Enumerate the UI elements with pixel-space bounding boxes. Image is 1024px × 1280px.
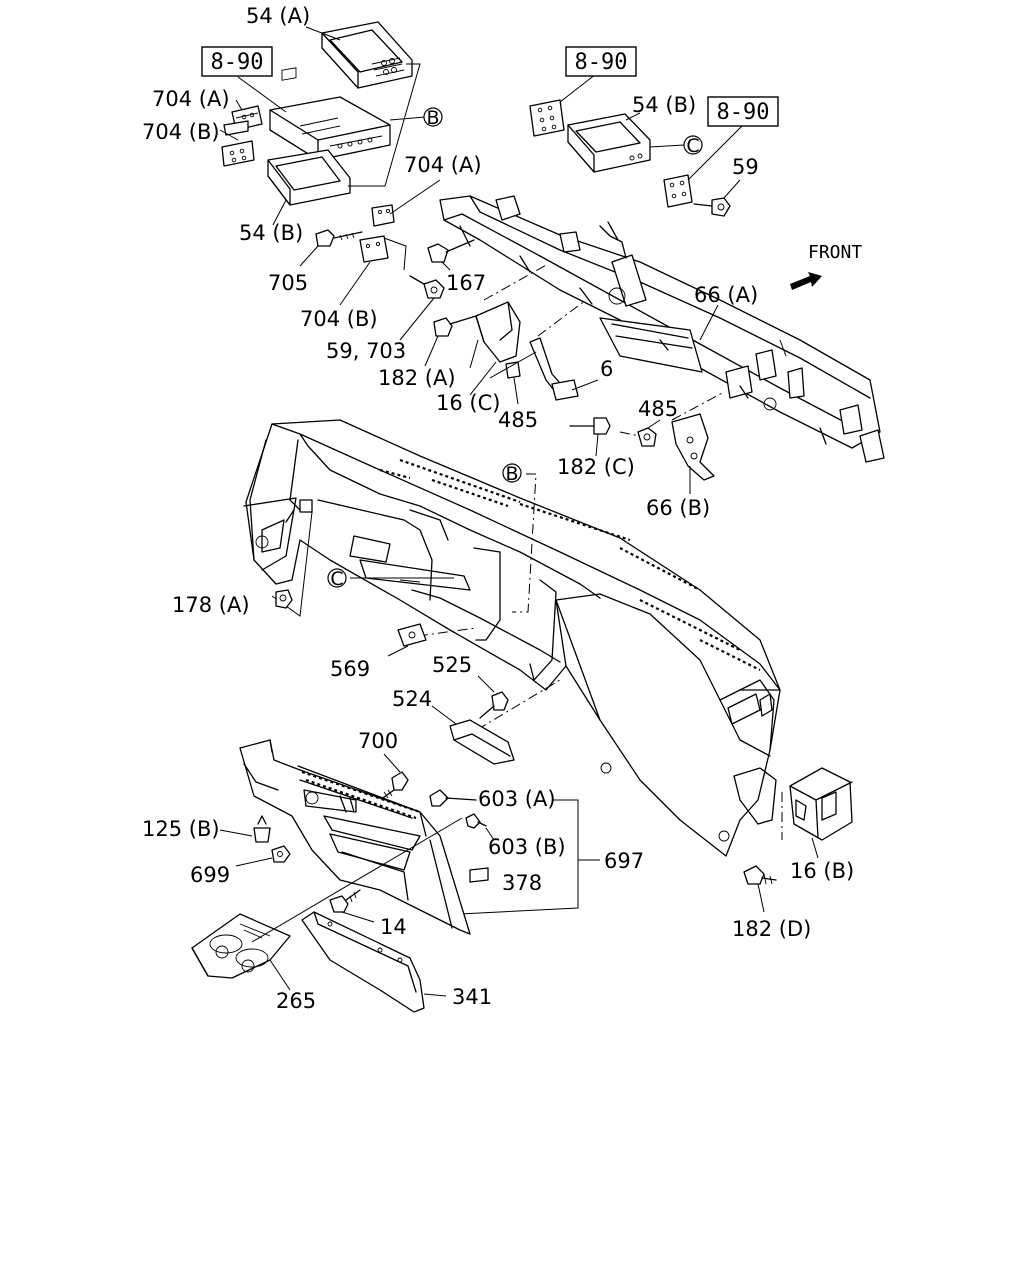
screw-59-703 [409,275,445,299]
label-182c: 182 (C) [557,455,635,479]
ref-text-left: 8-90 [211,50,264,75]
front-label: FRONT [808,242,862,263]
front-arrow [790,272,822,290]
screw-167 [427,239,475,263]
label-699: 699 [190,863,230,887]
label-697: 697 [604,849,644,873]
label-16c: 16 (C) [436,391,500,415]
label-265: 265 [276,989,316,1013]
cross-member-66a [439,195,885,463]
screw-700 [379,771,409,801]
center-console-panel [239,739,471,935]
cover-16b [789,767,853,841]
plate-524 [449,719,515,765]
clip-125b [253,815,271,843]
label-167: 167 [446,271,486,295]
label-700: 700 [358,729,398,753]
ref-box-left: 8-90 [201,46,273,77]
label-182a: 182 (A) [378,366,456,390]
label-704a-left: 704 (A) [152,87,230,111]
marker-b-top: B [423,107,443,129]
screw-705 [315,229,363,247]
label-54b-right: 54 (B) [632,93,696,117]
screw-182a [433,315,477,337]
svg-text:B: B [505,463,518,485]
label-14: 14 [380,915,407,939]
label-525: 525 [432,653,472,677]
pocket-54b-right [567,113,651,173]
bracket-704b-left [221,140,255,167]
label-378 [469,867,489,883]
screw-14 [329,889,361,913]
pocket-54a [321,21,413,89]
nut-699 [271,845,291,863]
marker-c-top: C [683,135,703,157]
svg-text:B: B [426,107,439,129]
ref-text-right: 8-90 [717,100,770,125]
label-66b: 66 (B) [646,496,710,520]
clip-603b [465,813,487,829]
label-485-right: 485 [638,397,678,421]
label-704b-left: 704 (B) [142,120,220,144]
label-603b: 603 (B) [488,835,566,859]
label-485-left: 485 [498,408,538,432]
label-125b: 125 (B) [142,817,220,841]
label-66a: 66 (A) [694,283,758,307]
clip-178a [275,589,293,609]
label-54a: 54 (A) [246,4,310,28]
svg-text:C: C [330,568,343,590]
bracket-704b-mid [359,235,389,263]
label-569: 569 [330,657,370,681]
label-341: 341 [452,985,492,1009]
label-378: 378 [502,871,542,895]
label-603a: 603 (A) [478,787,556,811]
label-16b: 16 (B) [790,859,854,883]
label-524: 524 [392,687,432,711]
bracket-569 [397,623,427,647]
lid-341 [301,911,425,1013]
bracket-8-90-mid [529,99,565,137]
ref-box-mid: 8-90 [565,46,637,77]
bracket-704a-mid [371,204,395,227]
ref-box-right: 8-90 [707,96,779,127]
clip-485-left [505,361,521,379]
cup-holder-265 [191,913,291,979]
nut-485-right [637,427,657,447]
bracket-6 [529,337,579,401]
bracket-704a-left [223,105,263,136]
label-178a: 178 (A) [172,593,250,617]
screw-525 [479,691,509,719]
screw-59 [693,197,731,217]
bolt-182d [743,865,777,885]
label-54b-left: 54 (B) [239,221,303,245]
marker-b-dash: B [502,463,522,485]
cover-16c [475,301,521,363]
label-182d: 182 (D) [732,917,811,941]
ref-text-mid: 8-90 [575,50,628,75]
label-6: 6 [600,357,613,381]
label-705: 705 [268,271,308,295]
instrument-panel [243,419,781,857]
bolt-182c [569,417,611,435]
pocket-54b-left [267,149,351,206]
bracket-66b [671,413,715,481]
audio-unit [269,67,391,161]
svg-text:C: C [686,135,699,157]
marker-c-dash: C [327,568,347,590]
label-59: 59 [732,155,759,179]
bracket-8-90-right [663,174,693,208]
clip-603a [429,789,477,807]
label-704b-mid: 704 (B) [300,307,378,331]
label-704a-mid: 704 (A) [404,153,482,177]
label-59-703: 59, 703 [326,339,406,363]
